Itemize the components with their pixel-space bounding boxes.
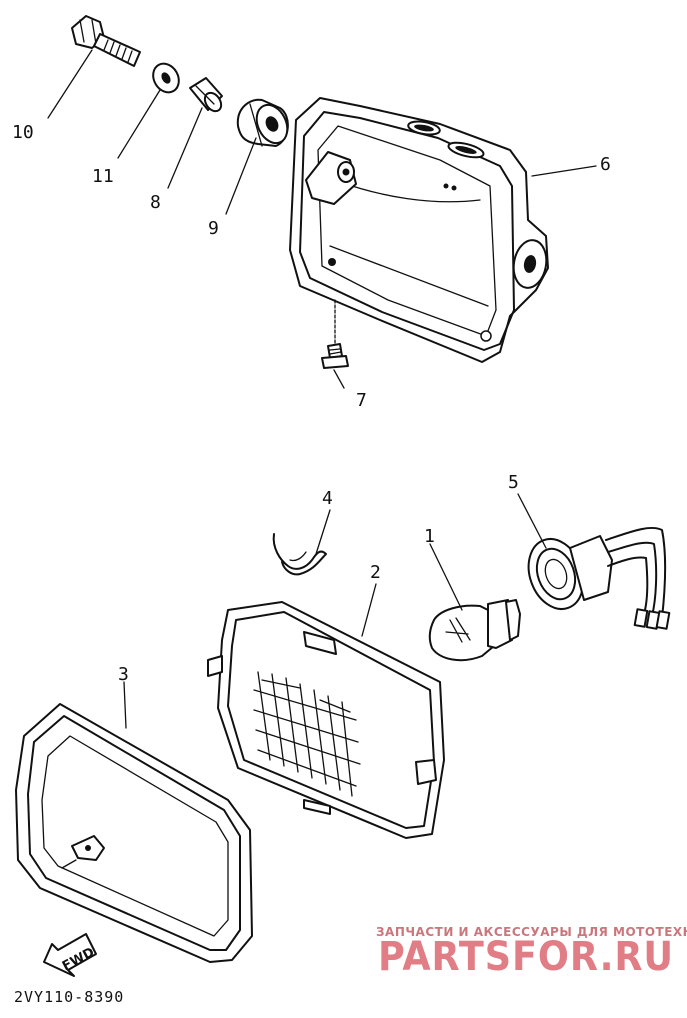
callout-10: 10	[12, 122, 34, 143]
callout-5: 5	[508, 472, 519, 493]
callout-8: 8	[150, 192, 161, 213]
callout-3: 3	[118, 664, 129, 685]
callout-6: 6	[600, 154, 611, 175]
part-6-headlight-housing	[289, 97, 549, 363]
callout-labels: 10 11 8 9 6 7 4 5 1 2 3	[12, 122, 611, 685]
drawing-code: 2VY110-8390	[14, 988, 124, 1006]
callout-2: 2	[370, 562, 381, 583]
part-10-bolt	[71, 15, 141, 67]
part-4-spring-clip	[272, 533, 327, 576]
part-1-bulb	[428, 599, 521, 662]
callout-7: 7	[356, 390, 367, 411]
watermark: ЗАПЧАСТИ И АКСЕССУАРЫ ДЛЯ МОТОТЕХНИКИ PA…	[376, 925, 687, 980]
part-5-socket	[527, 526, 671, 630]
watermark-logo: PARTSFOR.RU	[378, 934, 674, 980]
part-2-headlight-unit	[207, 601, 445, 839]
watermark-tagline: ЗАПЧАСТИ И АКСЕССУАРЫ ДЛЯ МОТОТЕХНИКИ	[376, 925, 687, 939]
part-9-grommet	[236, 98, 289, 147]
part-3-rim	[15, 703, 253, 963]
forward-direction-arrow: FWD	[43, 933, 97, 977]
part-11-washer	[152, 62, 180, 94]
callout-11: 11	[92, 166, 114, 187]
part-7-screw	[321, 299, 349, 369]
callout-9: 9	[208, 218, 219, 239]
leader-lines	[47, 49, 597, 729]
callout-1: 1	[424, 526, 435, 547]
callout-4: 4	[322, 488, 333, 509]
part-8-collar	[189, 77, 223, 113]
